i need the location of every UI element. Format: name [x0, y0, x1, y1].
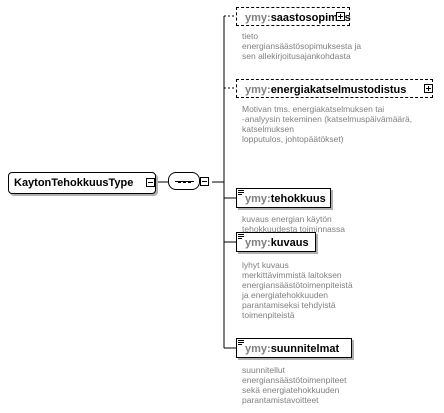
namespace-prefix: ymy:	[245, 12, 271, 24]
expand-icon[interactable]	[336, 12, 345, 21]
element-description: tieto energiansäästösopimuksesta ja sen …	[242, 31, 362, 61]
element-name: energiakatselmustodistus	[270, 84, 407, 96]
element-energiakatselmustodistus[interactable]: ymy:energiakatselmustodistus	[236, 79, 433, 98]
element-kuvaus[interactable]: ymy:kuvaus	[236, 232, 316, 252]
collapse-icon[interactable]	[200, 177, 209, 186]
element-description: lyhyt kuvaus merkittävimmistä laitoksen …	[242, 260, 353, 320]
element-description: suunnitellut energiansäästötoimenpiteet …	[242, 365, 347, 405]
namespace-prefix: ymy:	[245, 193, 271, 205]
root-type-label: KaytonTehokkuusType	[14, 177, 134, 189]
documentation-icon	[238, 340, 244, 345]
documentation-icon	[238, 190, 244, 195]
documentation-icon	[238, 234, 244, 239]
namespace-prefix: ymy:	[245, 343, 271, 355]
collapse-icon[interactable]	[146, 178, 155, 187]
element-name: suunnitelmat	[270, 343, 340, 355]
namespace-prefix: ymy:	[245, 84, 271, 96]
element-name: kuvaus	[270, 237, 309, 249]
root-type-box[interactable]: KaytonTehokkuusType	[8, 172, 156, 194]
element-saastosopimus[interactable]: ymy:saastosopimus	[236, 7, 351, 26]
element-name: saastosopimus	[270, 12, 351, 24]
element-description: Motivan tms. energiakatselmuksen tai -an…	[242, 104, 413, 144]
element-suunnitelmat[interactable]: ymy:suunnitelmat	[236, 338, 352, 358]
element-tehokkuus[interactable]: ymy:tehokkuus	[236, 188, 331, 208]
sequence-compositor	[168, 172, 200, 190]
element-name: tehokkuus	[270, 193, 326, 205]
expand-icon[interactable]	[424, 84, 433, 93]
namespace-prefix: ymy:	[245, 237, 271, 249]
